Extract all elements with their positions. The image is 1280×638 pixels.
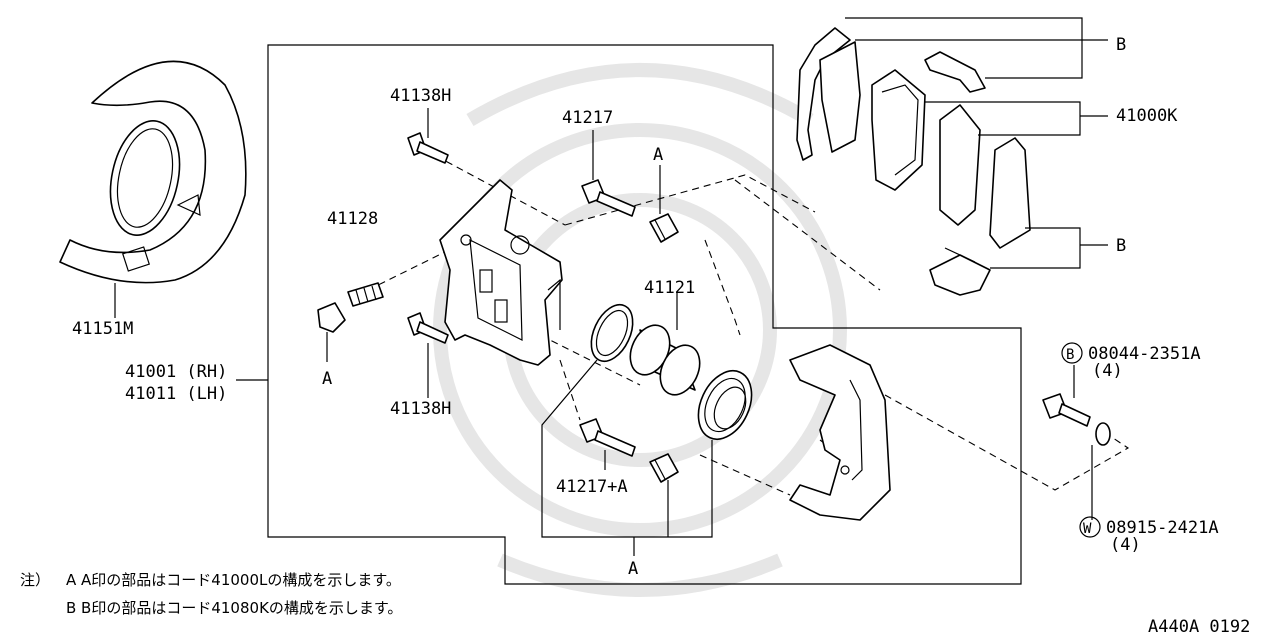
- label-41000k: 41000K: [1116, 106, 1178, 126]
- label-08915-2421a: 08915-2421A: [1106, 518, 1219, 538]
- note-line-b: B B印の部品はコード41080Kの構成を示します。: [66, 599, 402, 617]
- pad-clip-top: [924, 51, 986, 93]
- label-41138h-top: 41138H: [390, 86, 451, 106]
- guide-bolt-top: [407, 108, 449, 164]
- label-caliper-rh: 41001 (RH): [125, 362, 227, 382]
- label-caliper-lh: 41011 (LH): [125, 384, 227, 404]
- guide-pin-top: [581, 130, 636, 217]
- guide-bolt-bottom: [407, 312, 449, 398]
- label-41217a: 41217+A: [556, 477, 628, 497]
- leader-lines-right: [236, 17, 1108, 381]
- guide-pin-bottom: [579, 418, 636, 470]
- note-line-a: A A印の部品はコード41000Lの構成を示します。: [66, 571, 401, 589]
- label-mark-a-top: A: [653, 145, 663, 165]
- label-mark-a-left: A: [322, 369, 332, 389]
- assembly-outline: [267, 44, 1022, 585]
- bolt-callout: B 08044-2351A (4): [1061, 342, 1201, 381]
- label-mark-a-bottom: A: [628, 559, 638, 579]
- brake-pad-inner-right: [939, 104, 981, 226]
- lock-washer: [1091, 422, 1111, 520]
- watermark-emblem: [433, 63, 847, 597]
- pin-boot-top: [649, 165, 679, 243]
- label-41138h-bottom: 41138H: [390, 399, 451, 419]
- bolt-circle-letter: B: [1066, 347, 1074, 363]
- label-mark-b-bottom: B: [1116, 236, 1126, 256]
- washer-callout: W 08915-2421A (4): [1079, 516, 1219, 555]
- label-mark-b-top: B: [1116, 35, 1126, 55]
- bleeder-screw: [347, 282, 384, 307]
- note-prefix: 注）: [20, 571, 50, 589]
- piston-boot: [598, 370, 753, 538]
- label-washer-qty: (4): [1110, 535, 1141, 555]
- diagram-code: A440A 0192: [1148, 617, 1250, 637]
- label-41151m: 41151M: [72, 319, 133, 339]
- bracket-bolt: [1042, 365, 1091, 427]
- bleeder-cap: [317, 302, 346, 362]
- brake-pad-rear: [989, 137, 1031, 249]
- label-08044-2351a: 08044-2351A: [1088, 344, 1201, 364]
- pin-boot-bottom: [649, 453, 679, 483]
- caliper-body: [439, 179, 563, 366]
- brake-pad-outer: [819, 41, 861, 153]
- caliper-bracket: [789, 344, 891, 521]
- pad-clip-bottom: [929, 247, 991, 296]
- piston-seal: [541, 303, 634, 538]
- brake-pad-inner-left: [871, 69, 926, 191]
- label-41121: 41121: [644, 278, 695, 298]
- label-bolt-qty: (4): [1092, 361, 1123, 381]
- piston: [629, 293, 701, 396]
- label-41217: 41217: [562, 108, 613, 128]
- label-41128: 41128: [327, 209, 378, 229]
- washer-circle-letter: W: [1083, 521, 1092, 537]
- dust-shield: [59, 60, 247, 318]
